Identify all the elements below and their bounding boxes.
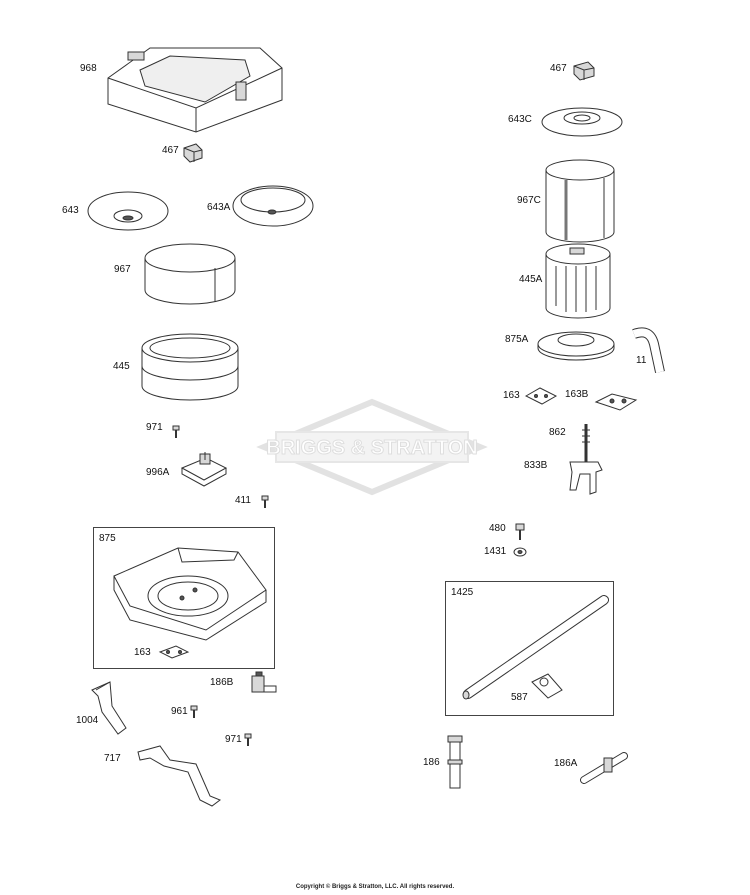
kit-box-1425 <box>445 581 614 716</box>
label-1004: 1004 <box>76 715 99 726</box>
part-445a-filter <box>545 243 611 319</box>
label-186b: 186B <box>210 677 234 688</box>
part-445-air-filter <box>141 333 239 401</box>
part-961-screw <box>190 705 198 718</box>
label-411: 411 <box>235 495 251 506</box>
label-967: 967 <box>114 264 131 275</box>
label-467: 467 <box>162 145 179 156</box>
part-467-clip <box>183 143 203 163</box>
label-467-right: 467 <box>550 63 567 74</box>
copyright-notice: Copyright © Briggs & Stratton, LLC. All … <box>295 884 455 890</box>
label-480: 480 <box>489 523 506 534</box>
part-467-clip-right <box>573 61 595 81</box>
part-875-base <box>113 547 267 641</box>
watermark-text: BRIGGS & STRATTON <box>266 437 477 459</box>
label-971-lower: 971 <box>225 734 242 745</box>
part-967-filter-sleeve <box>144 243 236 305</box>
label-643a: 643A <box>207 202 231 213</box>
label-968: 968 <box>80 63 97 74</box>
label-445a: 445A <box>519 274 543 285</box>
label-875a: 875A <box>505 334 529 345</box>
part-643c-plate <box>541 107 623 137</box>
label-643: 643 <box>62 205 79 216</box>
label-163: 163 <box>134 647 151 658</box>
part-1425-tube <box>462 595 609 700</box>
part-411-screw <box>261 495 269 508</box>
part-833b-bracket <box>569 461 603 495</box>
part-587-clamp <box>531 673 563 699</box>
label-971: 971 <box>146 422 163 433</box>
part-968-cover <box>107 47 283 133</box>
part-643-plate <box>87 191 169 231</box>
part-163b-gasket <box>594 393 638 411</box>
part-967c-sleeve <box>545 159 615 243</box>
kit-box-875-label: 875 <box>99 533 116 544</box>
label-587: 587 <box>511 692 528 703</box>
brand-logo: BRIGGS & STRATTON <box>256 398 488 496</box>
part-186-fitting <box>447 735 463 789</box>
label-967c: 967C <box>517 195 541 206</box>
label-11: 11 <box>636 355 647 366</box>
label-862: 862 <box>549 427 566 438</box>
part-971-screw <box>172 425 180 438</box>
part-875a-base <box>537 331 615 361</box>
label-961: 961 <box>171 706 188 717</box>
label-186: 186 <box>423 757 440 768</box>
label-163b: 163B <box>565 389 589 400</box>
label-833b: 833B <box>524 460 548 471</box>
label-717: 717 <box>104 753 121 764</box>
part-1431-washer <box>513 547 527 557</box>
part-1004-duct <box>91 681 127 735</box>
part-163-gasket-right <box>524 387 558 405</box>
kit-box-1425-label: 1425 <box>451 587 474 598</box>
part-186a-fitting <box>580 752 628 784</box>
label-1431: 1431 <box>484 546 507 557</box>
kit-box-875 <box>93 527 275 669</box>
part-163-gasket <box>158 645 190 659</box>
part-971-screw-lower <box>244 733 252 746</box>
label-996a: 996A <box>146 467 170 478</box>
label-445: 445 <box>113 361 130 372</box>
part-717-bracket <box>137 745 222 807</box>
part-186b-fitting <box>251 671 277 693</box>
label-186a: 186A <box>554 758 578 769</box>
part-996a-bracket <box>180 452 228 487</box>
label-643c: 643C <box>508 114 532 125</box>
part-480-bolt <box>515 523 525 540</box>
part-11-hose <box>632 327 665 374</box>
part-643a-plate <box>232 185 314 227</box>
label-163-right: 163 <box>503 390 520 401</box>
